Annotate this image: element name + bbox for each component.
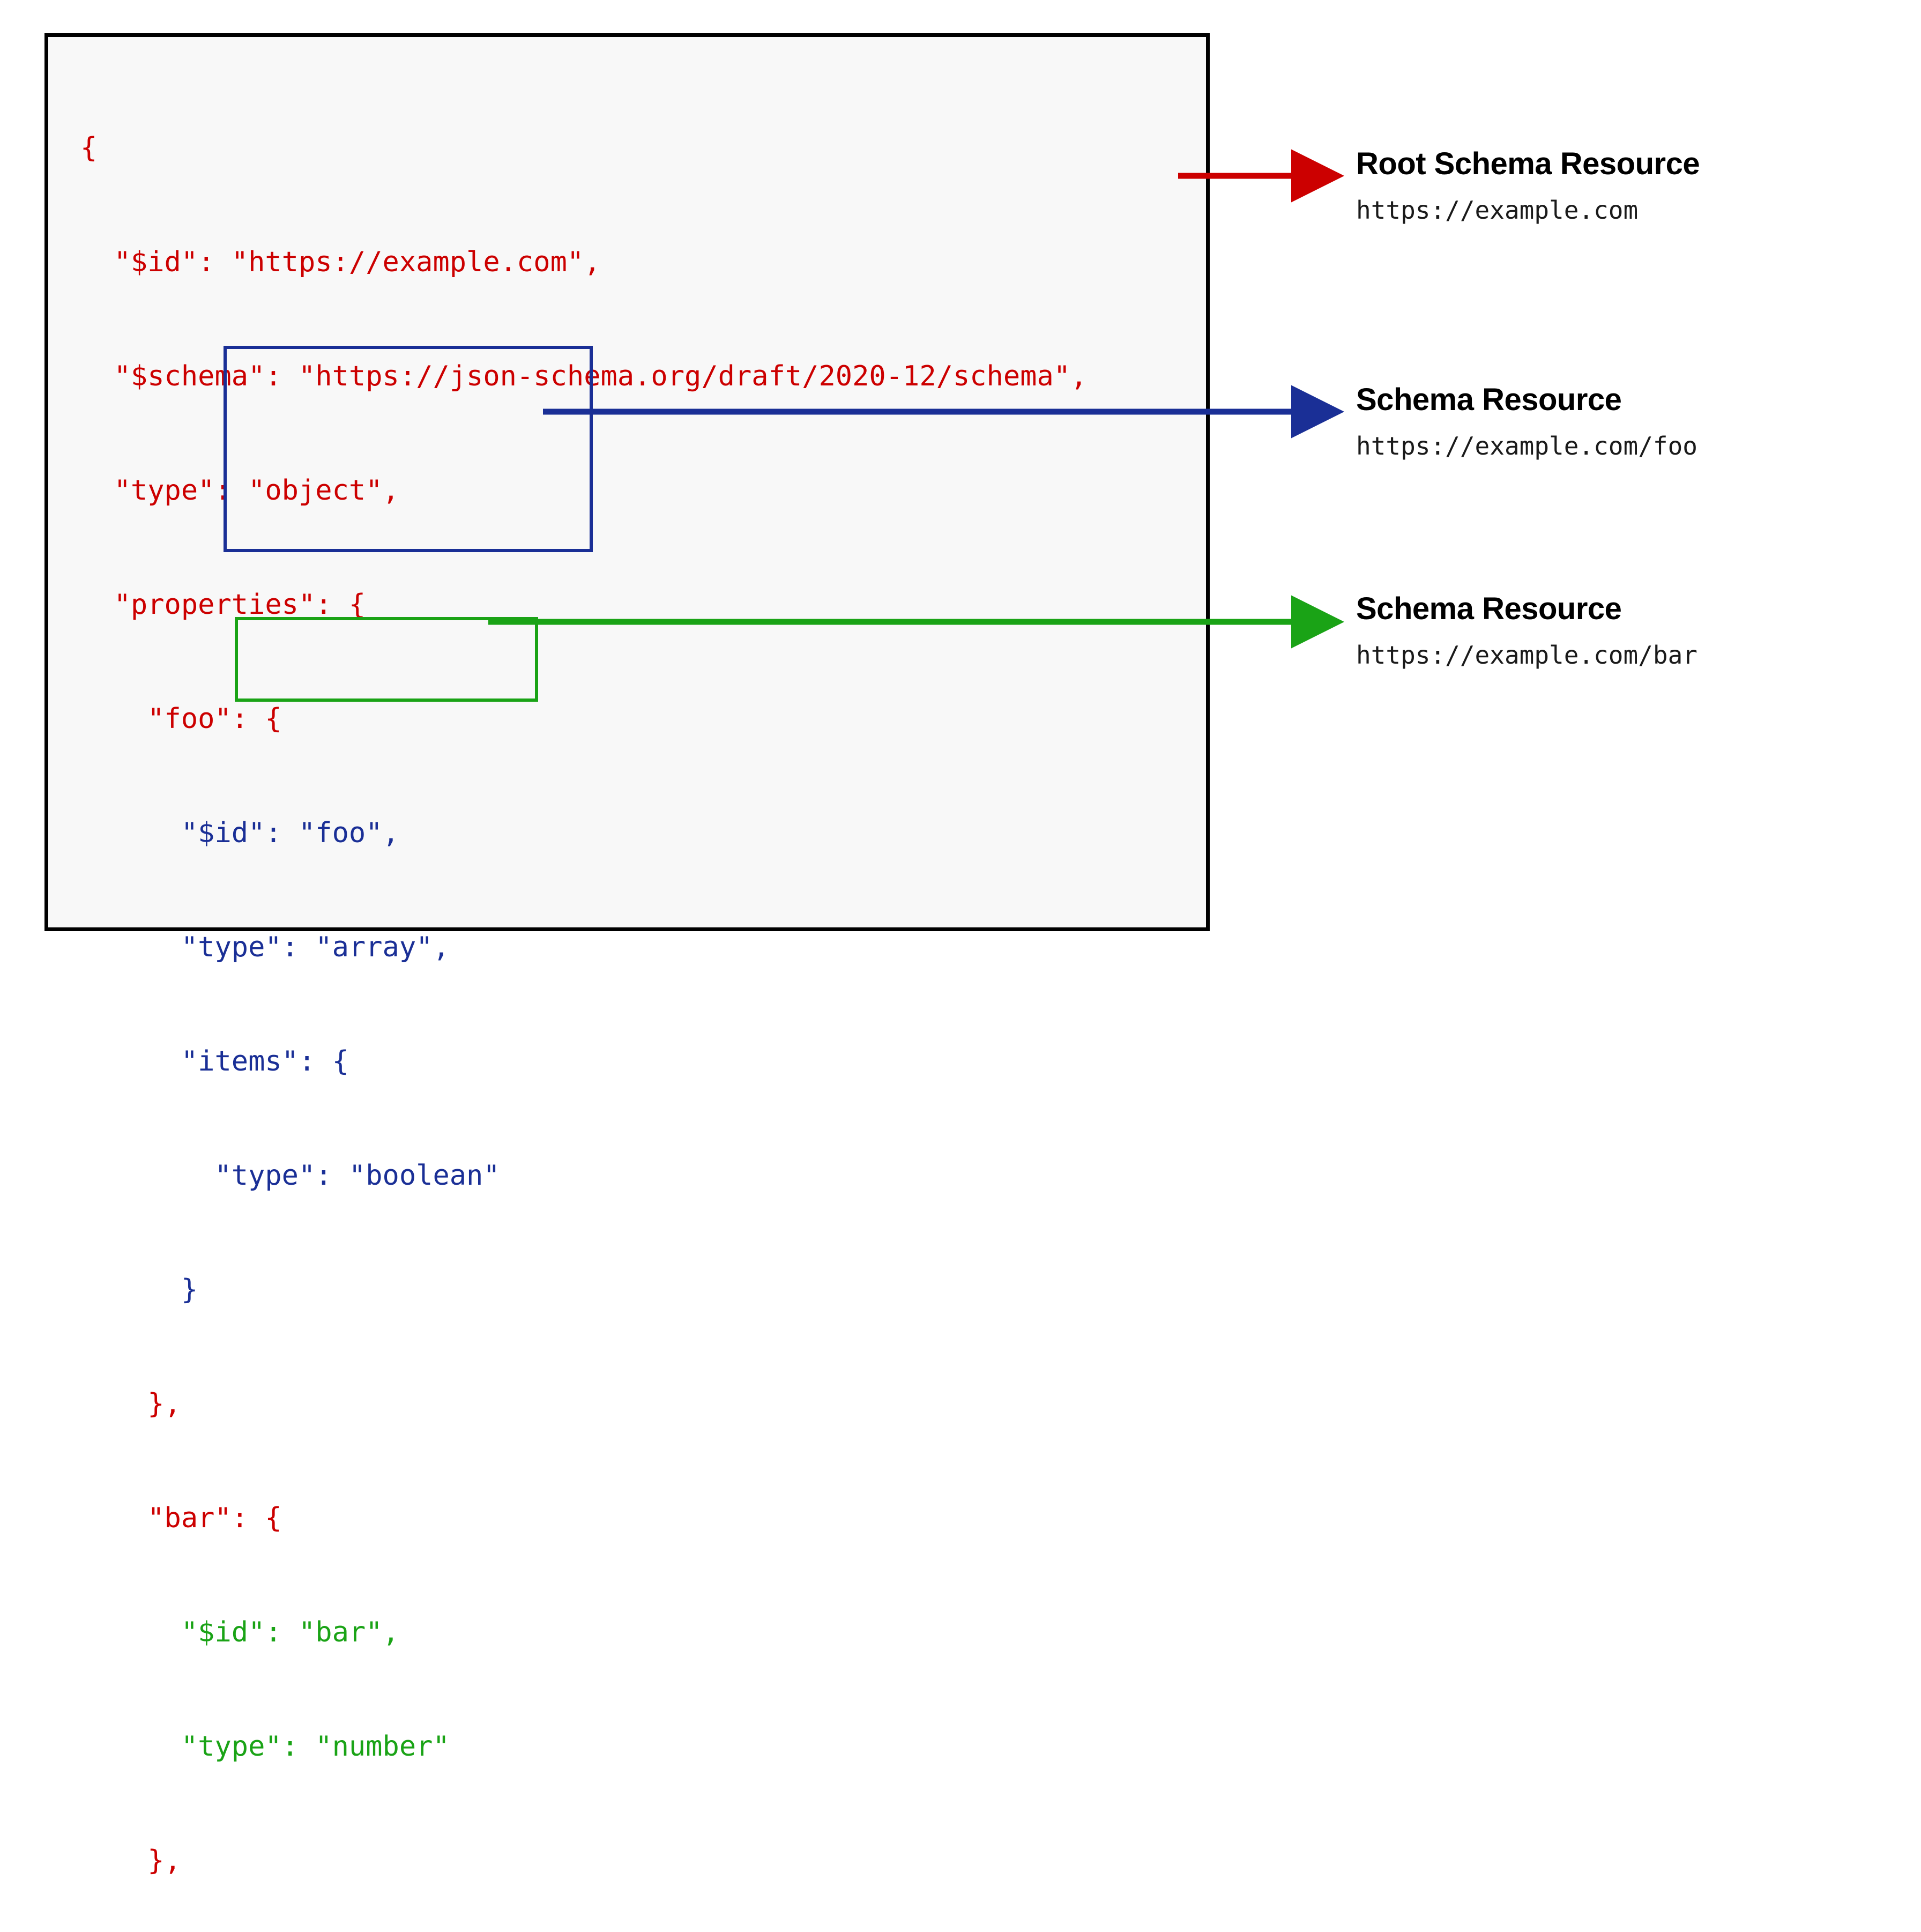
annotation-title: Schema Resource <box>1356 591 1622 626</box>
code-line: "type": "array", <box>80 931 450 963</box>
code-line: "$schema": "https://json-schema.org/draf… <box>80 360 1088 392</box>
code-line: "type": "object", <box>80 474 399 507</box>
code-panel: { "$id": "https://example.com", "$schema… <box>44 33 1210 1877</box>
code-line: { <box>80 132 98 164</box>
annotation-title: Schema Resource <box>1356 382 1622 417</box>
code-line: "items": { <box>80 1045 349 1078</box>
json-code-listing: { "$id": "https://example.com", "$schema… <box>80 53 1087 1932</box>
annotation-url: https://example.com/bar <box>1356 641 1697 670</box>
code-line: }, <box>80 1388 181 1420</box>
code-line: "bar": { <box>80 1502 282 1534</box>
annotation-bar-schema-resource: Schema Resource https://example.com/bar <box>1356 591 1697 670</box>
annotation-title: Root Schema Resource <box>1356 146 1700 181</box>
annotation-foo-schema-resource: Schema Resource https://example.com/foo <box>1356 382 1697 460</box>
code-line: "type": "number" <box>80 1730 450 1763</box>
code-line: "type": "boolean" <box>80 1160 500 1192</box>
code-line: "$id": "bar", <box>80 1616 399 1648</box>
code-line: "$id": "https://example.com", <box>80 246 601 278</box>
code-line: }, <box>80 1845 181 1877</box>
annotation-root-schema-resource: Root Schema Resource https://example.com <box>1356 146 1700 225</box>
code-line: } <box>80 1274 198 1306</box>
code-line: "foo": { <box>80 703 282 735</box>
annotation-url: https://example.com/foo <box>1356 432 1697 460</box>
annotation-url: https://example.com <box>1356 196 1639 225</box>
code-line: "properties": { <box>80 589 366 621</box>
code-line: "$id": "foo", <box>80 817 399 849</box>
